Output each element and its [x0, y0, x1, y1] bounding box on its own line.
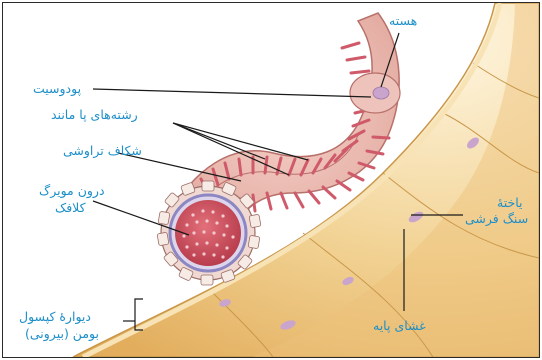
label-squamous-line1: یاختهٔ — [497, 195, 523, 210]
podocyte-cell-body — [350, 73, 400, 113]
label-foot-processes: رشته‌های پا مانند — [51, 107, 138, 122]
label-capsule-line1: دیوارهٔ کپسول — [19, 309, 91, 324]
label-capillary-line1: درون مویرگ — [39, 183, 105, 198]
label-filtration-slit: شکاف تراوشی — [63, 143, 142, 158]
label-basement: غشای پایه — [373, 318, 426, 333]
label-capsule-line2: بومن (بیرونی) — [25, 326, 99, 341]
leader-podocyte — [93, 89, 371, 97]
label-squamous-line2: سنگ فرشی — [465, 211, 528, 226]
capillary-cross-section — [157, 181, 261, 285]
label-capillary-line2: کلافک — [55, 200, 86, 215]
podocyte-nucleus — [373, 87, 389, 99]
leader-foot-process-a — [173, 123, 265, 159]
label-nucleus: هسته — [389, 13, 417, 28]
glomerulus-illustration — [3, 3, 539, 357]
label-podocyte: پودوسیت — [33, 81, 81, 96]
